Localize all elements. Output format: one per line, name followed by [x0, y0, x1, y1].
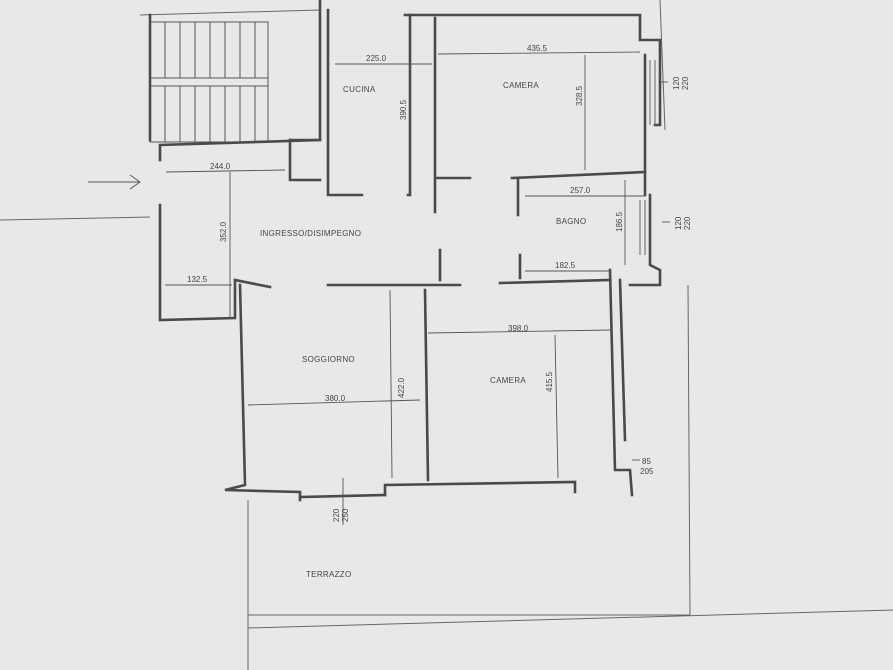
- room-label-camera-top: CAMERA: [503, 81, 539, 90]
- dim-ingresso-width: 244.0: [210, 162, 231, 171]
- dim-bagno-bottom-width: 182.5: [555, 261, 576, 270]
- dim-camera-bottom-depth: 415.5: [545, 371, 554, 392]
- dim-bagno-width: 257.0: [570, 186, 591, 195]
- room-label-terrazzo: TERRAZZO: [306, 570, 352, 579]
- dim-window-top-h: 220: [681, 76, 690, 90]
- dim-door-right: 85: [642, 457, 651, 466]
- dim-cucina-width: 225.0: [366, 54, 387, 63]
- dim-door-right-h: 205: [640, 467, 654, 476]
- dim-ingresso-depth: 352.0: [219, 221, 228, 242]
- room-label-cucina: CUCINA: [343, 85, 376, 94]
- dim-bagno-depth: 186.5: [615, 211, 624, 232]
- room-label-ingresso: INGRESSO/DISIMPEGNO: [260, 229, 361, 238]
- dim-cucina-depth: 390.5: [399, 99, 408, 120]
- dim-door-bottom: 220: [332, 508, 341, 522]
- dim-window-bagno: 120: [674, 216, 683, 230]
- dim-camera-top-width: 435.5: [527, 44, 548, 53]
- dim-soggiorno-depth: 422.0: [397, 377, 406, 398]
- dimension-lines: [165, 51, 670, 525]
- dim-side-width: 132.5: [187, 275, 208, 284]
- dim-door-bottom-h: 250: [341, 508, 350, 522]
- windows: [639, 60, 656, 255]
- dim-camera-top-depth: 328.5: [575, 85, 584, 106]
- dim-window-top: 120: [672, 76, 681, 90]
- dim-window-bagno-h: 220: [683, 216, 692, 230]
- room-label-camera-bottom: CAMERA: [490, 376, 526, 385]
- dim-soggiorno-width: 380.0: [325, 394, 346, 403]
- room-label-soggiorno: SOGGIORNO: [302, 355, 355, 364]
- dim-camera-bottom-width: 398.0: [508, 324, 529, 333]
- entrance-arrow: [88, 174, 141, 190]
- room-label-bagno: BAGNO: [556, 217, 586, 226]
